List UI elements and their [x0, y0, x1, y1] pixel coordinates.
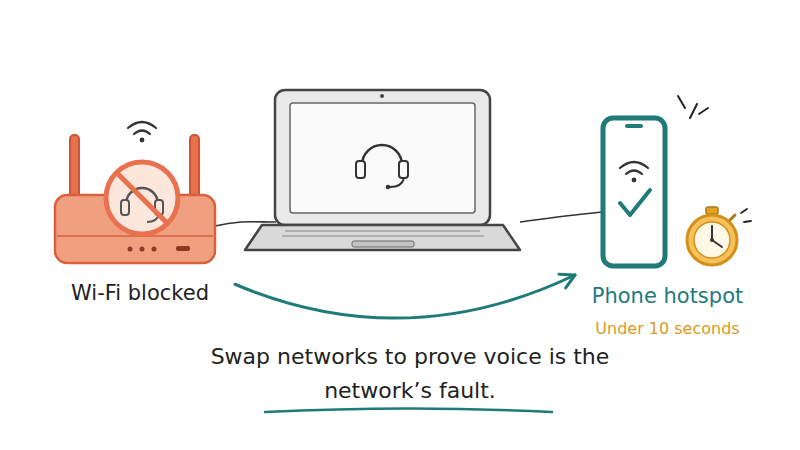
wire: [520, 212, 603, 222]
swap-arrow: [235, 274, 575, 318]
blocked-headset: [106, 162, 178, 234]
caption-text: Swap networks to prove voice is the netw…: [190, 340, 630, 408]
node-sublabel: Under 10 seconds: [575, 318, 760, 339]
stopwatch-icon: [687, 207, 751, 265]
node-label: Wi-Fi blocked: [45, 280, 235, 307]
phone-node: Phone hotspotUnder 10 seconds: [575, 95, 760, 345]
router-icon: [55, 122, 215, 263]
caption-underline: [265, 409, 552, 413]
node-label: Phone hotspot: [575, 283, 760, 310]
laptop-icon: [245, 90, 520, 250]
router-node: Wi-Fi blocked: [45, 110, 235, 315]
